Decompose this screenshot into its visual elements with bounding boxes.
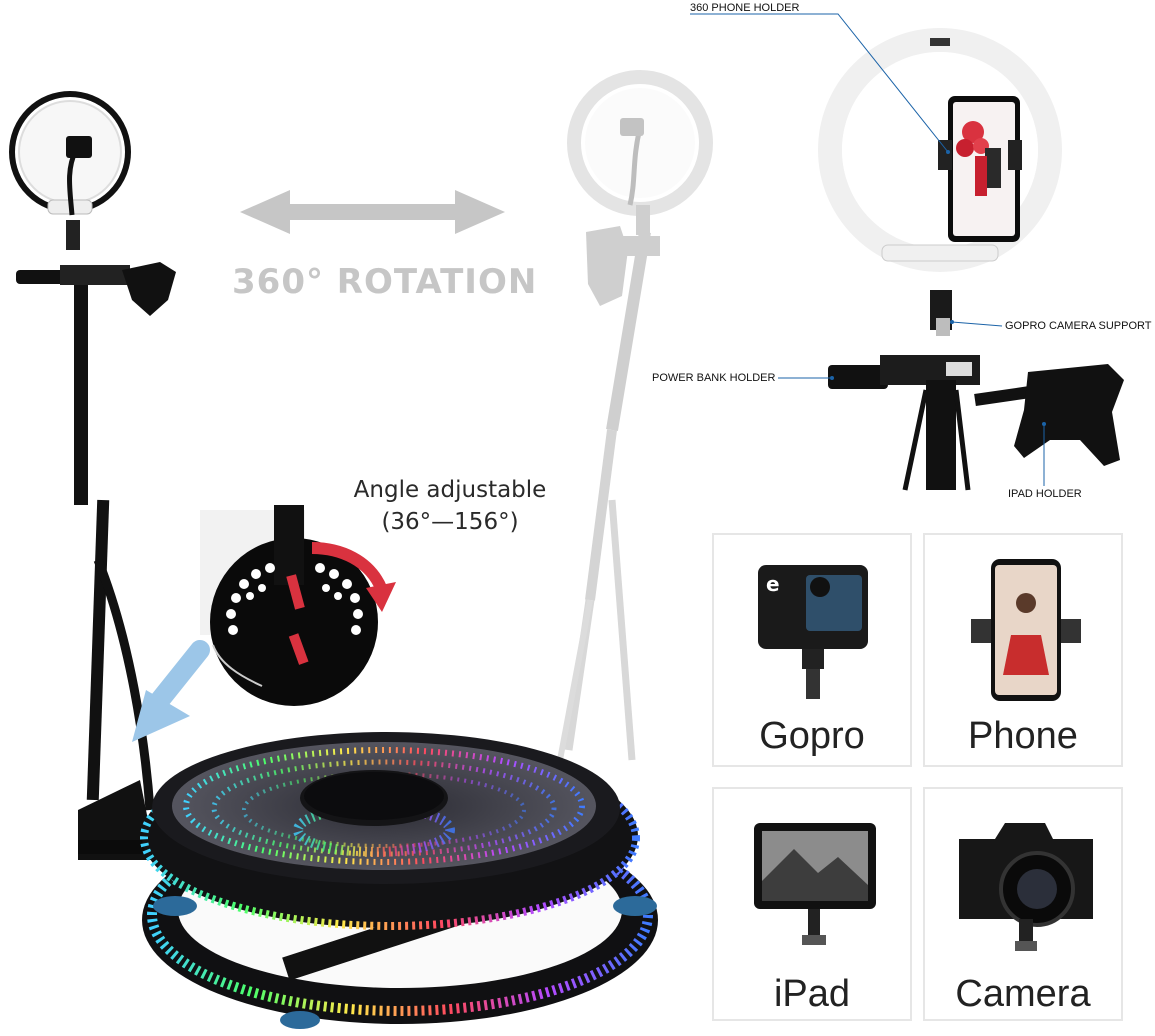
detail-ring-light [818,28,1124,491]
rotation-arrow-icon [240,190,505,234]
rotation-label: 360° ROTATION [232,262,538,302]
tile-label-phone: Phone [968,715,1078,757]
ipad-mount-icon [754,823,876,945]
led-platform [140,732,658,1029]
angle-adjustable-text: Angle adjustable (36°—156°) [330,474,570,538]
angle-range: (36°—156°) [381,509,519,535]
angle-title: Angle adjustable [353,477,547,503]
callout-lines [690,13,1045,486]
ghost-stand [557,70,713,761]
svg-text:e: e [766,572,780,596]
callout-power-bank: POWER BANK HOLDER [652,372,776,384]
tile-label-gopro: Gopro [759,715,865,757]
callout-ipad-holder: IPAD HOLDER [1008,488,1082,500]
tile-label-camera: Camera [955,973,1091,1015]
dslr-camera-icon [959,823,1093,951]
left-stand [9,91,176,860]
tile-phone: Phone [923,533,1123,767]
gopro-camera-icon: e [758,565,868,699]
phone-mount-icon [971,559,1081,701]
tile-ipad: iPad [712,787,912,1021]
tile-label-ipad: iPad [773,973,851,1015]
callout-phone-holder: 360 PHONE HOLDER [690,2,800,14]
tile-gopro: e Gopro [712,533,912,767]
callout-gopro-support: GOPRO CAMERA SUPPORT [1005,320,1152,332]
tile-camera: Camera [923,787,1123,1021]
angle-dial-inset [132,505,396,742]
